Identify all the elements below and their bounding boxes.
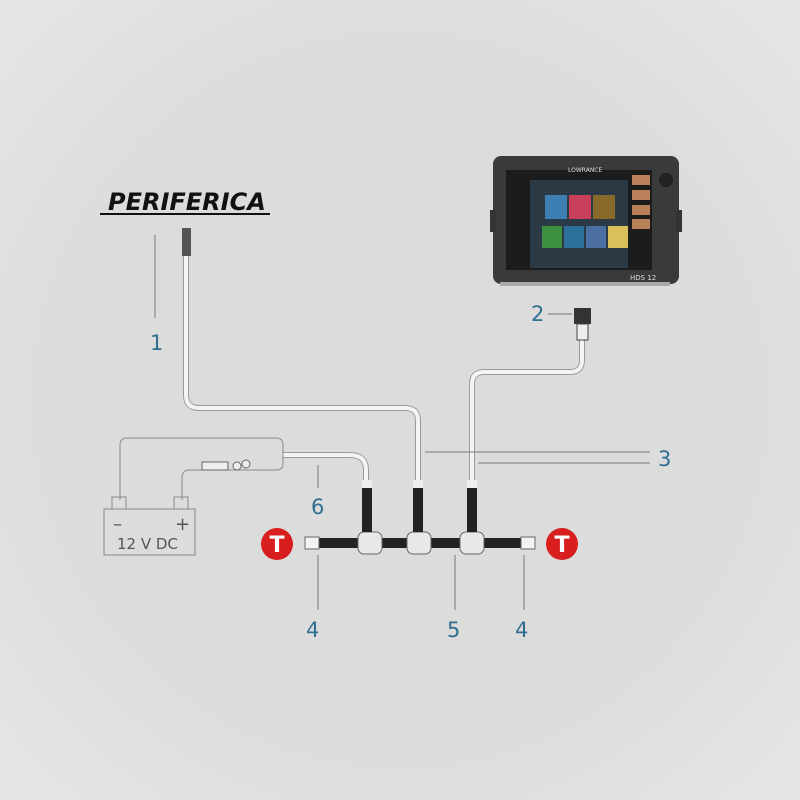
rotary-knob-icon xyxy=(659,173,673,187)
label-2: 2 xyxy=(531,302,544,326)
display-brand: LOWRANCE xyxy=(568,167,602,174)
battery-wiring xyxy=(119,437,284,500)
battery: – + 12 V DC xyxy=(103,496,196,556)
svg-text:T: T xyxy=(554,533,569,558)
svg-text:T: T xyxy=(269,533,284,558)
label-4-left: 4 xyxy=(306,618,319,642)
terminator-right: T xyxy=(546,528,578,560)
label-4-right: 4 xyxy=(515,618,528,642)
label-5: 5 xyxy=(447,618,460,642)
t-connector xyxy=(459,531,485,555)
display-model: HDS 12 xyxy=(630,274,656,282)
label-3: 3 xyxy=(658,447,671,471)
title: PERIFERICA xyxy=(108,188,266,216)
chartplotter-display: LOWRANCE HDS 12 xyxy=(490,156,682,286)
battery-voltage: 12 V DC xyxy=(117,535,178,553)
t-connector xyxy=(357,531,383,555)
battery-plus: + xyxy=(175,514,190,535)
backbone xyxy=(304,480,536,555)
power-cable-6 xyxy=(283,452,369,480)
label-6: 6 xyxy=(311,495,324,519)
terminator-left: T xyxy=(261,528,293,560)
label-1: 1 xyxy=(150,331,163,355)
cable-2 xyxy=(469,340,585,480)
fuse-icon xyxy=(201,459,251,471)
peripheral-connector xyxy=(182,228,191,256)
t-connector xyxy=(406,531,432,555)
battery-minus: – xyxy=(113,514,122,535)
cable-1 xyxy=(183,255,421,480)
display-connector xyxy=(574,308,591,324)
